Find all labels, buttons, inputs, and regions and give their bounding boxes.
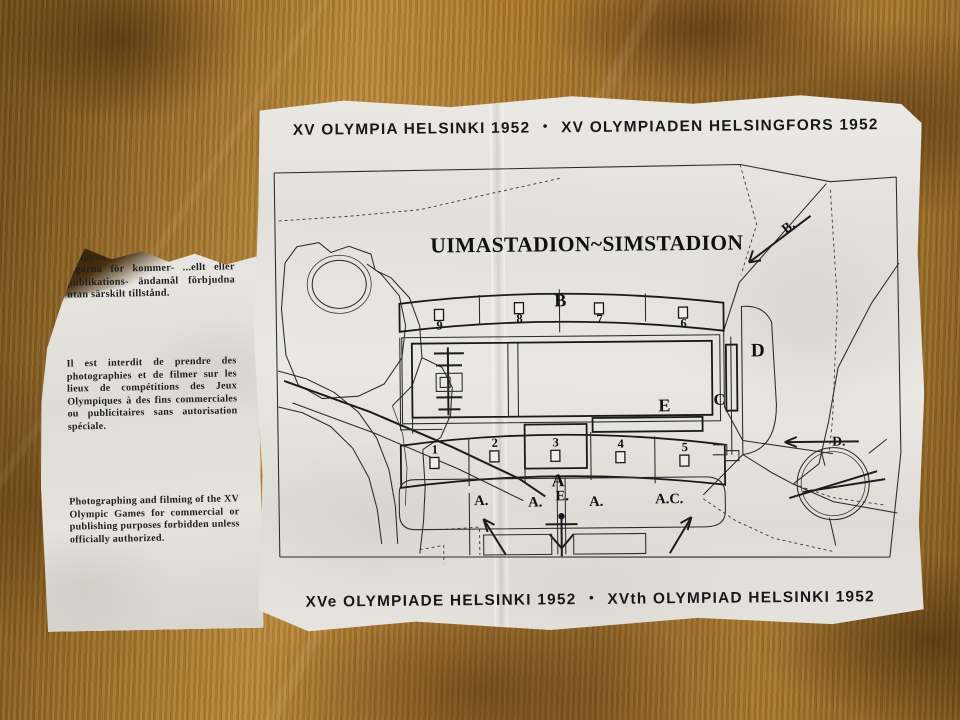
zone-label-B: B bbox=[554, 290, 566, 310]
background-plots bbox=[278, 163, 902, 557]
bottom-buildings bbox=[420, 533, 646, 563]
map-svg: .ln { fill:none; stroke:#2b2b2d; stroke-… bbox=[270, 153, 906, 579]
olympic-venue-map-sheet: XV OLYMPIA HELSINKI 1952 • XV OLYMPIADEN… bbox=[249, 91, 926, 637]
approach-label-AC: A.C. bbox=[655, 491, 683, 507]
section-label-2: 2 bbox=[492, 436, 498, 450]
entrance-arrows bbox=[483, 512, 691, 557]
notice-text-english: Photographing and filming of the XV Olym… bbox=[69, 493, 240, 546]
pond bbox=[312, 260, 366, 309]
direction-arrow-B bbox=[749, 216, 811, 263]
entrance-box-7 bbox=[594, 303, 603, 314]
header-top: XV OLYMPIA HELSINKI 1952 • XV OLYMPIADEN… bbox=[250, 116, 922, 140]
approach-label-A-3: A. bbox=[589, 494, 603, 510]
header-bottom: XVe OLYMPIADE HELSINKI 1952 • XVth OLYMP… bbox=[254, 588, 926, 612]
zone-label-D: D bbox=[751, 340, 765, 361]
section-label-1: 1 bbox=[432, 442, 438, 456]
traffic-circle bbox=[789, 439, 888, 546]
notice-swedish-line-5: särskilt tillstånd. bbox=[90, 287, 170, 301]
north-grandstand bbox=[399, 288, 723, 334]
section-label-3: 3 bbox=[553, 435, 559, 449]
west-park bbox=[277, 241, 454, 555]
map-frame bbox=[274, 163, 902, 563]
approach-label-A-1: A. bbox=[474, 493, 488, 509]
paper-stain bbox=[36, 245, 263, 632]
map-drawing: .ln { fill:none; stroke:#2b2b2d; stroke-… bbox=[270, 153, 906, 579]
notice-swedish-line-2: ...garna för kommer- bbox=[66, 262, 175, 276]
header-bottom-right: XVth OLYMPIAD HELSINKI 1952 bbox=[607, 588, 876, 608]
header-top-left: XV OLYMPIA HELSINKI 1952 bbox=[292, 119, 531, 139]
east-structures bbox=[711, 306, 776, 461]
section-label-7: 7 bbox=[596, 312, 602, 326]
section-label-8: 8 bbox=[516, 312, 522, 326]
section-label-6: 6 bbox=[680, 316, 686, 330]
header-top-right: XV OLYMPIADEN HELSINGFORS 1952 bbox=[561, 116, 879, 137]
anchor-marker-icon bbox=[545, 513, 577, 557]
entrance-box-6 bbox=[678, 307, 687, 318]
notice-text-french: Il est interdit de prendre des photograp… bbox=[66, 355, 238, 433]
south-stand-roof-strip bbox=[593, 417, 703, 432]
perimeter-walk bbox=[399, 477, 726, 556]
direction-label-D: D. bbox=[832, 434, 845, 449]
header-separator-icon: • bbox=[542, 118, 549, 134]
south-stand-centre-block bbox=[525, 424, 587, 469]
zone-label-A: A bbox=[552, 470, 565, 490]
access-roads bbox=[284, 378, 546, 556]
header-separator-icon-2: • bbox=[588, 589, 595, 606]
entrance-box-8 bbox=[514, 303, 523, 314]
entrance-box-5 bbox=[680, 455, 689, 466]
swimming-pool bbox=[412, 341, 713, 418]
entrance-box-4 bbox=[616, 452, 625, 463]
zone-label-E: E bbox=[658, 395, 670, 415]
section-label-9: 9 bbox=[436, 318, 442, 332]
direction-arrow-D bbox=[785, 436, 859, 447]
diving-tower-icon bbox=[434, 347, 465, 415]
pool-enclosure bbox=[402, 335, 721, 424]
section-label-4: 4 bbox=[618, 437, 625, 451]
header-bottom-left: XVe OLYMPIADE HELSINKI 1952 bbox=[305, 591, 577, 611]
pool-complex bbox=[400, 335, 721, 434]
entrance-box-3 bbox=[551, 450, 560, 461]
zone-label-C: C bbox=[713, 392, 725, 409]
venue-title: UIMASTADION~SIMSTADION bbox=[430, 231, 743, 258]
approach-label-E: E. bbox=[556, 488, 569, 504]
block-D-outline bbox=[741, 306, 776, 455]
approach-label-A-2: A. bbox=[528, 494, 542, 510]
section-label-5: 5 bbox=[682, 440, 688, 454]
photography-prohibition-notice: olympiska ...garna för kommer- ...ellt e… bbox=[36, 245, 263, 632]
entrance-box-1 bbox=[430, 457, 439, 468]
entrance-box-9 bbox=[434, 309, 443, 320]
entrance-box-2 bbox=[490, 451, 499, 462]
